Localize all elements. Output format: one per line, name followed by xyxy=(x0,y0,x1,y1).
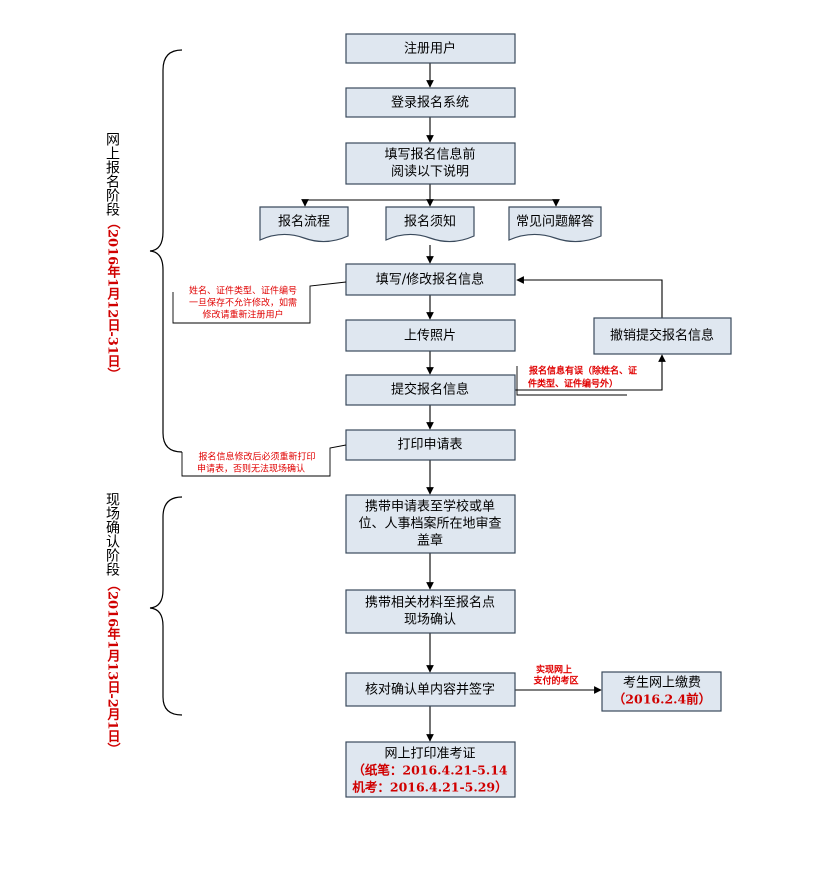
doc-notice-shape xyxy=(385,206,475,243)
step-submit-label: 提交报名信息 xyxy=(391,382,469,398)
step-print-label: 打印申请表 xyxy=(397,438,462,453)
error-note-line1: 报名信息有误（除姓名、证 xyxy=(529,365,637,377)
onsite-phase-dates: （2016年1月13日-2月1日） xyxy=(105,578,122,756)
doc-flow-shape xyxy=(259,206,349,243)
online-phase-label: 网上报名阶段 xyxy=(104,132,120,216)
step-fill-info xyxy=(345,263,516,296)
step-online-payment xyxy=(601,671,722,712)
step-ticket-paper-dates: （纸笔：2016.4.21-5.14 xyxy=(352,763,508,778)
fill-note-line1: 姓名、证件类型、证件编号 xyxy=(189,285,297,297)
doc-faq-shape xyxy=(508,206,602,243)
onsite-phase-label: 现场确认阶段 xyxy=(104,492,120,576)
online-phase-brace xyxy=(149,49,183,453)
step-submit-info xyxy=(345,374,516,406)
step-pay-date: （2016.2.4前） xyxy=(613,692,711,707)
pay-note-line1: 实现网上 xyxy=(536,664,572,676)
onsite-phase-brace xyxy=(149,496,183,716)
pay-note-line2: 支付的考区 xyxy=(532,675,578,687)
step-confirm-line2: 现场确认 xyxy=(404,613,456,628)
step-stamp-line3: 盖章 xyxy=(417,533,443,549)
step-login xyxy=(345,87,516,118)
online-phase-dates: （2016年1月12日-31日） xyxy=(105,216,122,381)
step-upload-photo xyxy=(345,319,516,352)
step-upload-label: 上传照片 xyxy=(404,329,456,344)
fill-note-line2: 一旦保存不允许修改，如需 xyxy=(189,297,297,309)
error-note-line2: 件类型、证件编号外） xyxy=(528,378,618,390)
step-onsite-confirm xyxy=(345,589,516,634)
step-print-ticket xyxy=(345,741,516,798)
step-get-stamp xyxy=(345,494,516,554)
step-cancel-label: 撤销提交报名信息 xyxy=(610,328,714,344)
step-pay-label: 考生网上缴费 xyxy=(623,676,701,691)
step-ticket-computer-dates: 机考：2016.4.21-5.29） xyxy=(352,780,507,795)
doc-notice-label: 报名须知 xyxy=(404,214,456,230)
step-cancel-submission xyxy=(593,317,732,355)
step-register-label: 注册用户 xyxy=(404,41,456,57)
doc-faq-label: 常见问题解答 xyxy=(516,214,594,230)
step-stamp-line1: 携带申请表至学校或单 xyxy=(365,499,495,515)
step-stamp-line2: 位、人事档案所在地审查 xyxy=(358,517,501,532)
print-note-line1: 报名信息修改后必须重新打印 xyxy=(198,451,315,463)
step-register xyxy=(345,33,516,64)
step-read-instructions xyxy=(345,142,516,185)
step-ticket-label: 网上打印准考证 xyxy=(384,747,475,762)
step-sign-confirmation xyxy=(345,672,516,707)
print-note-line2: 申请表，否则无法现场确认 xyxy=(197,463,305,475)
step-read-line1: 填写报名信息前 xyxy=(384,147,475,163)
step-fill-label: 填写/修改报名信息 xyxy=(376,272,484,288)
step-confirm-line1: 携带相关材料至报名点 xyxy=(365,595,495,611)
step-read-line2: 阅读以下说明 xyxy=(391,165,469,180)
doc-flow-label: 报名流程 xyxy=(278,214,330,230)
step-login-label: 登录报名系统 xyxy=(391,95,469,111)
step-sign-label: 核对确认单内容并签字 xyxy=(365,682,495,698)
fill-note-line3: 修改请重新注册用户 xyxy=(202,309,283,321)
